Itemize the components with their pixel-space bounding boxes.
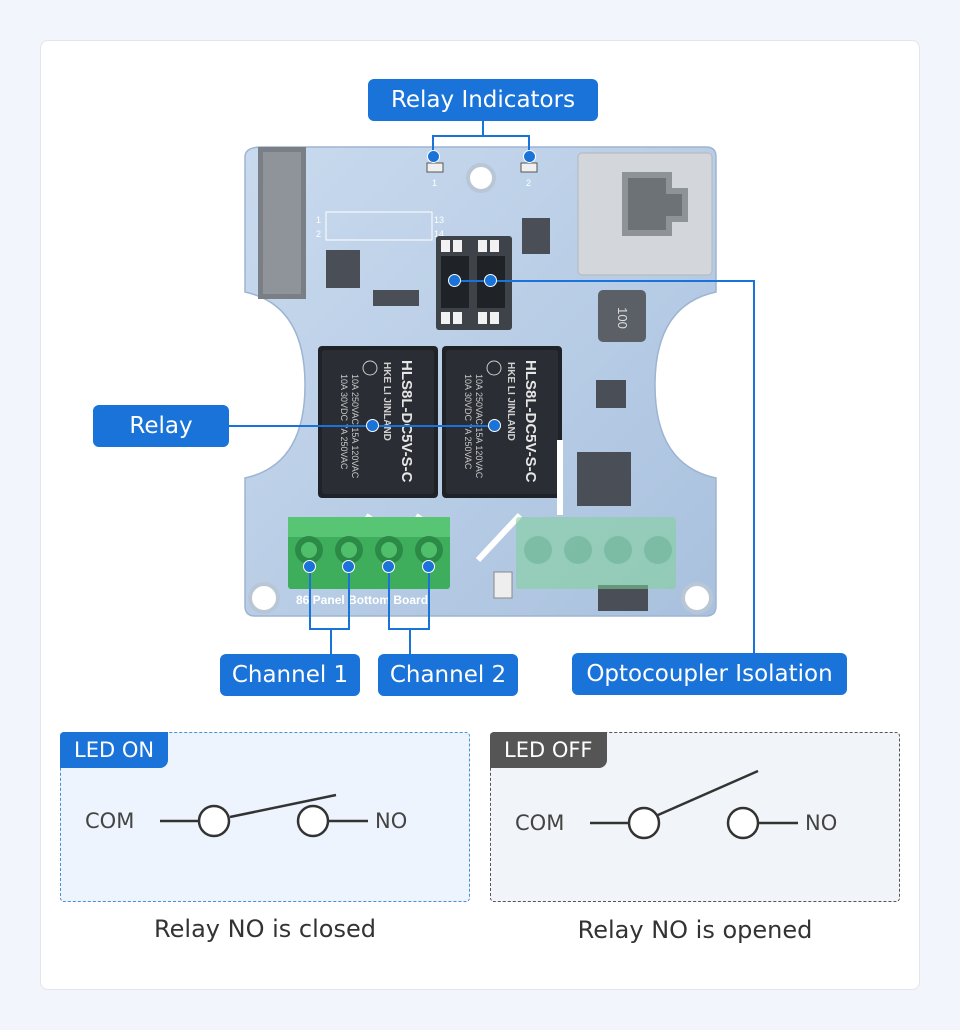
connector-line bbox=[228, 425, 494, 427]
tag-led-on: LED ON bbox=[60, 732, 169, 768]
callout-channel-2: Channel 2 bbox=[378, 654, 518, 696]
connector-line bbox=[309, 566, 311, 629]
mount-hole bbox=[466, 163, 496, 193]
callout-optocoupler-isolation: Optocoupler Isolation bbox=[572, 653, 847, 695]
connector-line bbox=[409, 628, 411, 655]
connector-line bbox=[456, 280, 754, 282]
led-2-label: 2 bbox=[526, 178, 531, 188]
relay-left-brand: HKE LI JINLAND bbox=[381, 362, 392, 441]
label-com: COM bbox=[515, 811, 565, 835]
callout-relay-indicators: Relay Indicators bbox=[368, 79, 598, 121]
callout-channel-1: Channel 1 bbox=[220, 654, 360, 696]
header-pin-2: 2 bbox=[316, 229, 321, 239]
indicator-dot bbox=[427, 150, 440, 163]
connector-line bbox=[348, 566, 350, 629]
connector-line bbox=[528, 135, 530, 157]
connector-line bbox=[432, 135, 530, 137]
led-2 bbox=[520, 162, 538, 173]
channel-dot bbox=[342, 560, 355, 573]
header-pin-14: 14 bbox=[434, 229, 444, 239]
relay-right: HLS8L-DC5V-S-C HKE LI JINLAND 10A 250VAC… bbox=[442, 346, 562, 498]
connector-line bbox=[330, 628, 332, 655]
mount-hole bbox=[681, 582, 713, 614]
caption-led-off: Relay NO is opened bbox=[577, 916, 813, 944]
connector-line bbox=[432, 135, 434, 157]
label-no: NO bbox=[805, 811, 838, 835]
header-pin-13: 13 bbox=[434, 215, 444, 225]
terminal-block-green bbox=[288, 517, 450, 589]
connector-line bbox=[388, 566, 390, 629]
connector-line bbox=[428, 566, 430, 629]
optocoupler-ics bbox=[436, 236, 512, 330]
switch-open-symbol bbox=[590, 769, 798, 840]
led-1-label: 1 bbox=[432, 178, 437, 188]
connector-line bbox=[753, 280, 755, 655]
label-no: NO bbox=[375, 809, 408, 833]
relay-dot bbox=[366, 419, 379, 432]
indicator-dot bbox=[523, 150, 536, 163]
inductor-label: 100 bbox=[615, 307, 630, 329]
led-1 bbox=[426, 162, 444, 173]
terminal-block-faded bbox=[516, 517, 676, 589]
header-pin-1: 1 bbox=[316, 215, 321, 225]
optocoupler-dot bbox=[484, 274, 497, 287]
channel-dot bbox=[382, 560, 395, 573]
relay-left-rating-2: 10A 30VDC 7A 250VAC bbox=[339, 374, 349, 470]
optocoupler-dot bbox=[448, 274, 461, 287]
pin-header bbox=[325, 211, 433, 241]
tag-led-off: LED OFF bbox=[490, 732, 607, 768]
mount-hole bbox=[248, 582, 280, 614]
relay-dot bbox=[488, 419, 501, 432]
channel-dot bbox=[422, 560, 435, 573]
board-silkscreen: 86 Panel Bottom Board bbox=[296, 593, 428, 607]
channel-dot bbox=[303, 560, 316, 573]
switch-closed-symbol bbox=[160, 793, 368, 838]
connector-line bbox=[482, 120, 484, 136]
panel-led-off: LED OFF COM NO bbox=[490, 732, 900, 902]
relay-right-model: HLS8L-DC5V-S-C bbox=[522, 360, 539, 483]
inductor bbox=[598, 290, 646, 342]
panel-led-on: LED ON COM NO bbox=[60, 732, 470, 902]
relay-right-brand: HKE LI JINLAND bbox=[505, 362, 516, 441]
label-com: COM bbox=[85, 809, 135, 833]
relay-left-model: HLS8L-DC5V-S-C bbox=[398, 360, 415, 483]
relay-right-rating-2: 10A 30VDC 7A 250VAC bbox=[463, 374, 473, 470]
caption-led-on: Relay NO is closed bbox=[154, 915, 376, 943]
callout-relay: Relay bbox=[93, 405, 229, 447]
connector-line bbox=[309, 628, 350, 630]
